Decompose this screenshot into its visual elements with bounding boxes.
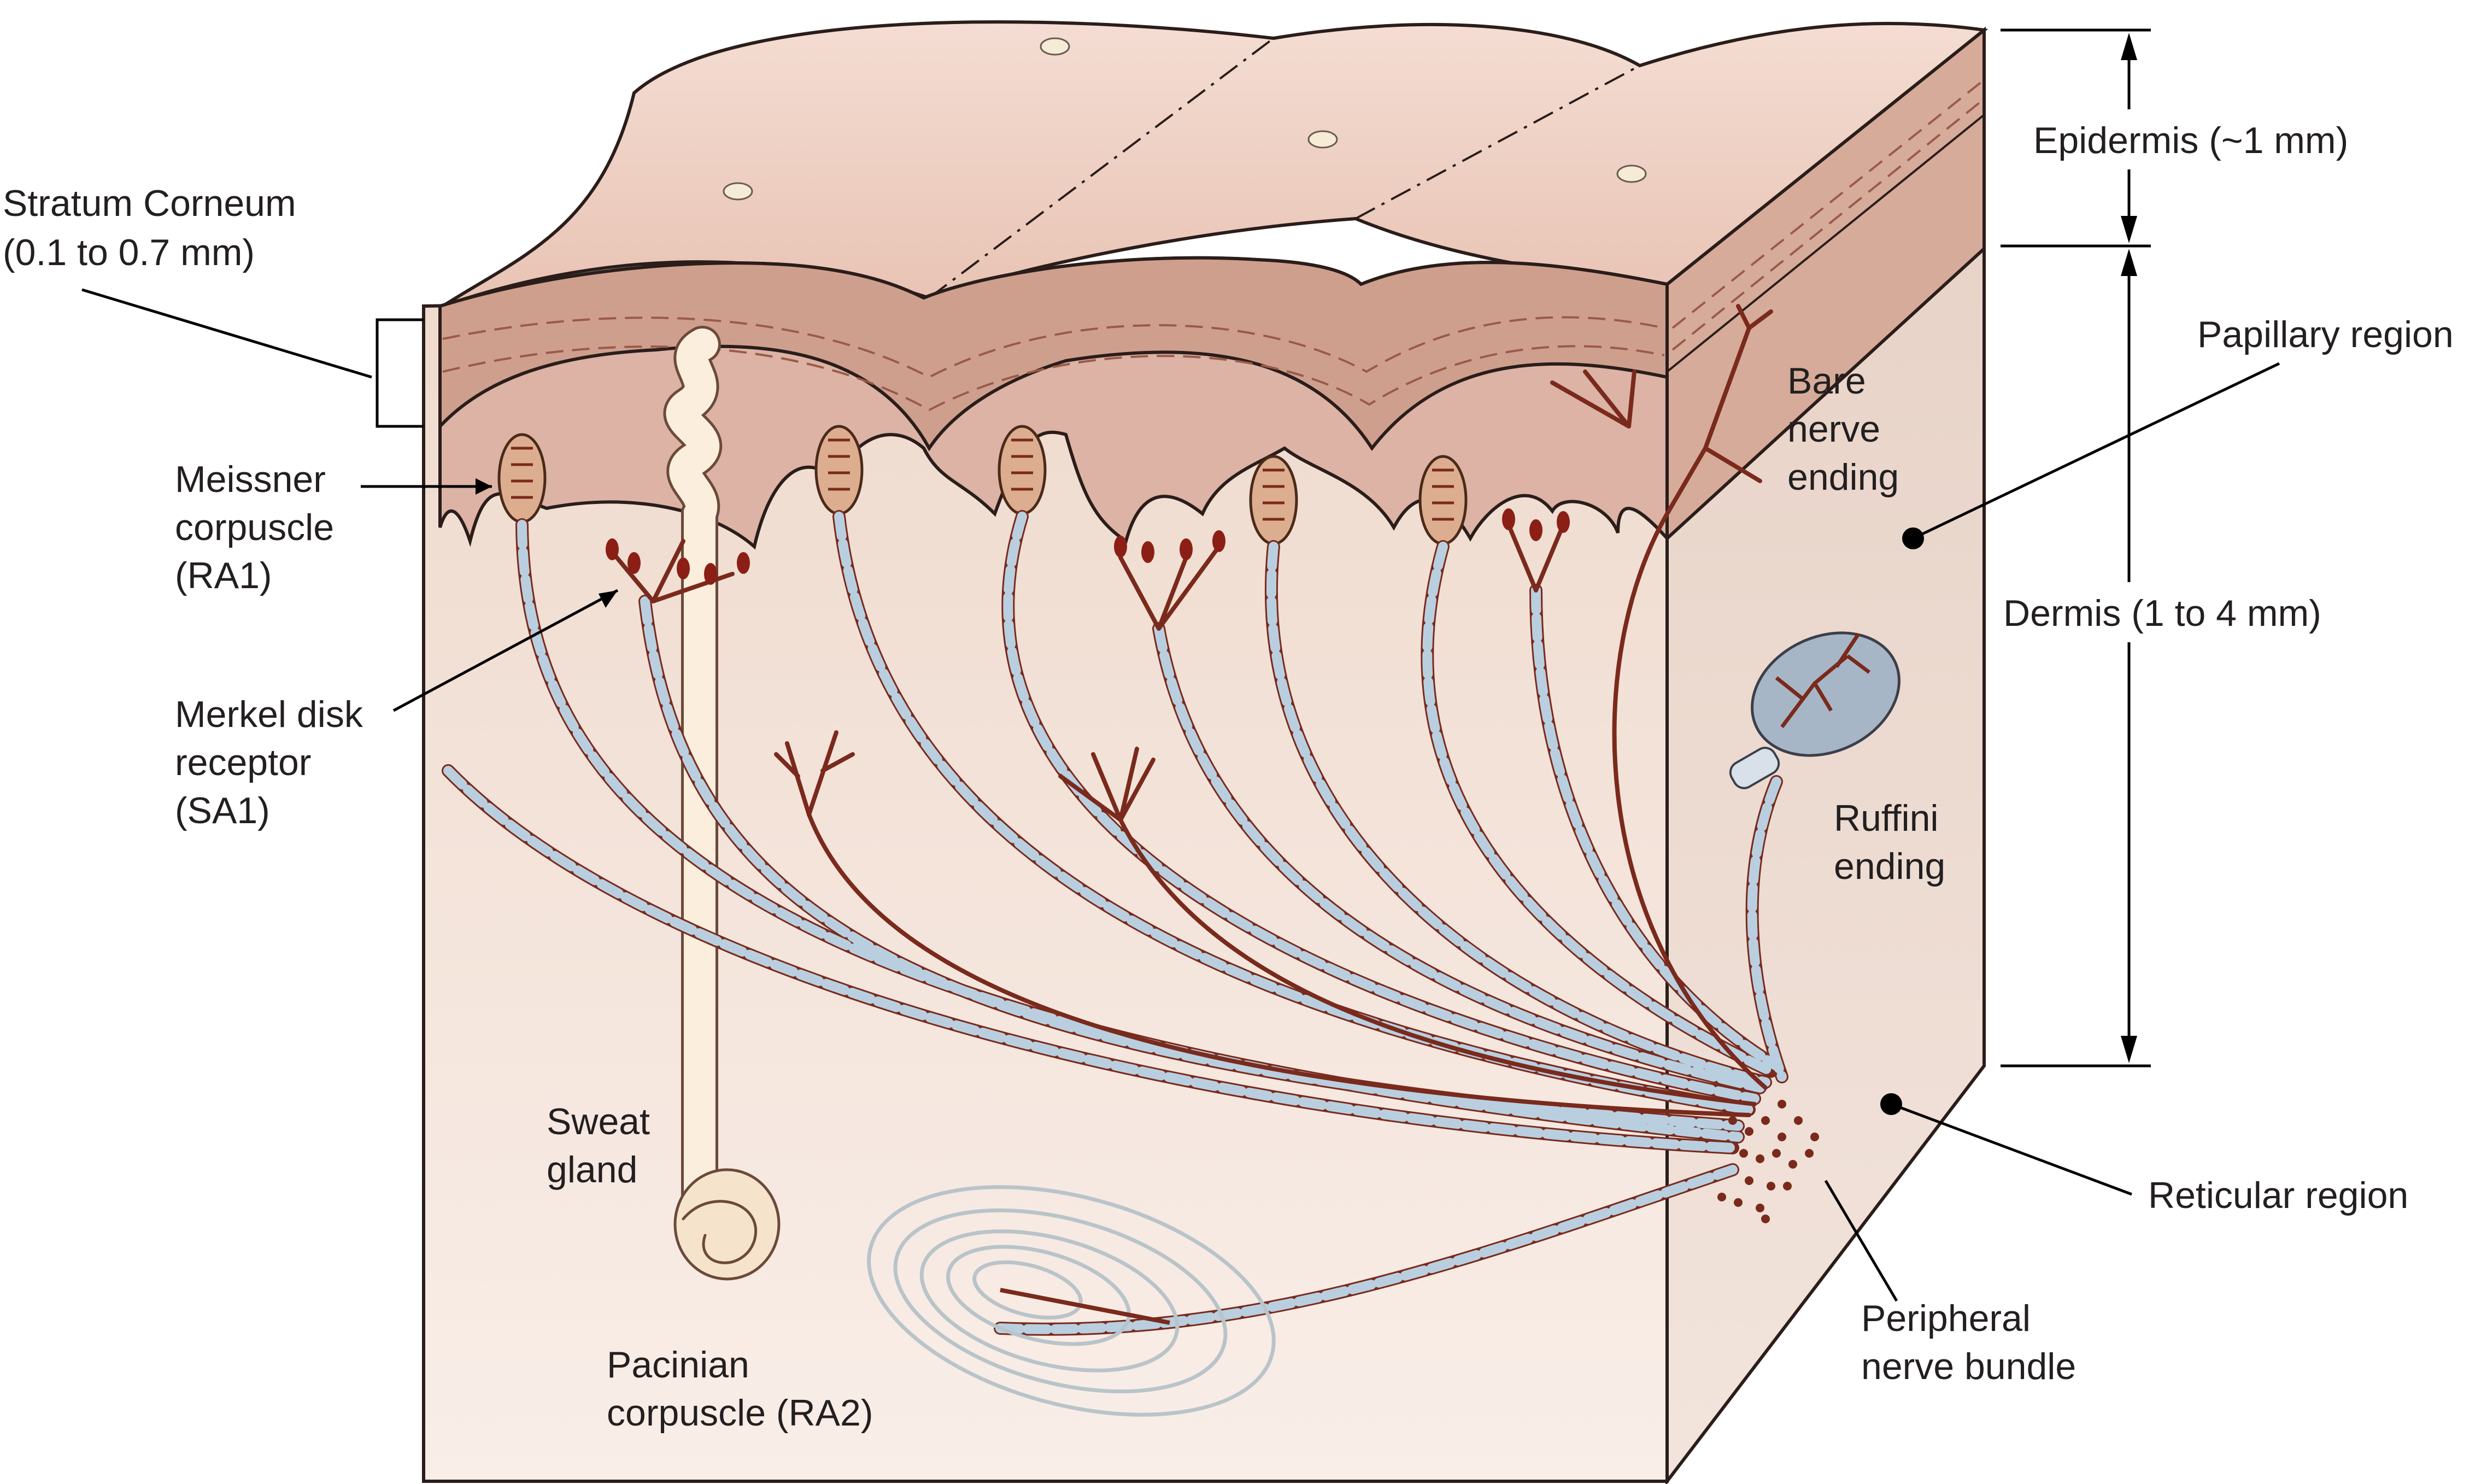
svg-text:Reticular region: Reticular region bbox=[2148, 1175, 2408, 1216]
svg-text:receptor: receptor bbox=[175, 742, 311, 783]
svg-text:Ruffini: Ruffini bbox=[1834, 797, 1939, 839]
svg-text:Sweat: Sweat bbox=[547, 1101, 650, 1142]
svg-text:Meissner: Meissner bbox=[175, 459, 326, 500]
label-merkel: Merkel disk receptor (SA1) bbox=[175, 589, 619, 831]
skin-block bbox=[422, 20, 1989, 1484]
svg-text:(RA1): (RA1) bbox=[175, 555, 272, 596]
sweat-gland bbox=[664, 326, 781, 1281]
label-papillary: Papillary region bbox=[1902, 314, 2454, 549]
svg-text:Stratum Corneum: Stratum Corneum bbox=[3, 183, 296, 224]
svg-text:Peripheral: Peripheral bbox=[1861, 1298, 2031, 1339]
label-reticular: Reticular region bbox=[1880, 1093, 2408, 1216]
label-dermis: Dermis (1 to 4 mm) bbox=[1995, 582, 2378, 642]
free-nerve-endings bbox=[610, 304, 1773, 1117]
label-meissner: Meissner corpuscle (RA1) bbox=[175, 459, 492, 596]
svg-text:Bare: Bare bbox=[1787, 360, 1866, 402]
pacinian-corpuscle bbox=[867, 1185, 1276, 1417]
label-bare-nerve: Bare nerve ending bbox=[1787, 360, 1899, 498]
svg-text:gland: gland bbox=[547, 1149, 637, 1190]
svg-text:corpuscle: corpuscle bbox=[175, 507, 334, 548]
svg-text:Dermis (1 to 4 mm): Dermis (1 to 4 mm) bbox=[2003, 593, 2321, 634]
label-peripheral: Peripheral nerve bundle bbox=[1824, 1180, 2076, 1387]
label-epidermis: Epidermis (~1 mm) bbox=[2025, 109, 2397, 169]
myelinated-axons bbox=[442, 510, 1788, 1336]
label-pacinian: Pacinian corpuscle (RA2) bbox=[607, 1344, 873, 1434]
svg-text:(0.1 to 0.7 mm): (0.1 to 0.7 mm) bbox=[3, 232, 255, 273]
svg-text:ending: ending bbox=[1834, 846, 1945, 887]
svg-text:nerve: nerve bbox=[1787, 408, 1880, 450]
svg-text:Pacinian: Pacinian bbox=[607, 1344, 749, 1386]
svg-text:Merkel disk: Merkel disk bbox=[175, 694, 363, 735]
scale-arrowheads bbox=[2121, 33, 2137, 1063]
peripheral-nerve-bundle bbox=[1717, 1100, 1819, 1223]
label-sweat-gland: Sweat gland bbox=[547, 1101, 650, 1190]
merkel-disks bbox=[606, 508, 1570, 585]
svg-text:Papillary region: Papillary region bbox=[2197, 314, 2454, 355]
svg-text:Epidermis (~1 mm): Epidermis (~1 mm) bbox=[2033, 120, 2348, 161]
svg-text:(SA1): (SA1) bbox=[175, 790, 270, 831]
thickness-scale bbox=[2001, 28, 2151, 1067]
svg-text:corpuscle (RA2): corpuscle (RA2) bbox=[607, 1392, 873, 1434]
label-ruffini: Ruffini ending bbox=[1834, 797, 1945, 887]
svg-text:nerve bundle: nerve bundle bbox=[1861, 1346, 2076, 1387]
label-stratum-corneum: Stratum Corneum (0.1 to 0.7 mm) bbox=[3, 183, 424, 428]
ruffini-ending bbox=[1729, 631, 1901, 789]
meissner-corpuscles bbox=[497, 425, 1468, 545]
svg-text:ending: ending bbox=[1787, 456, 1899, 498]
